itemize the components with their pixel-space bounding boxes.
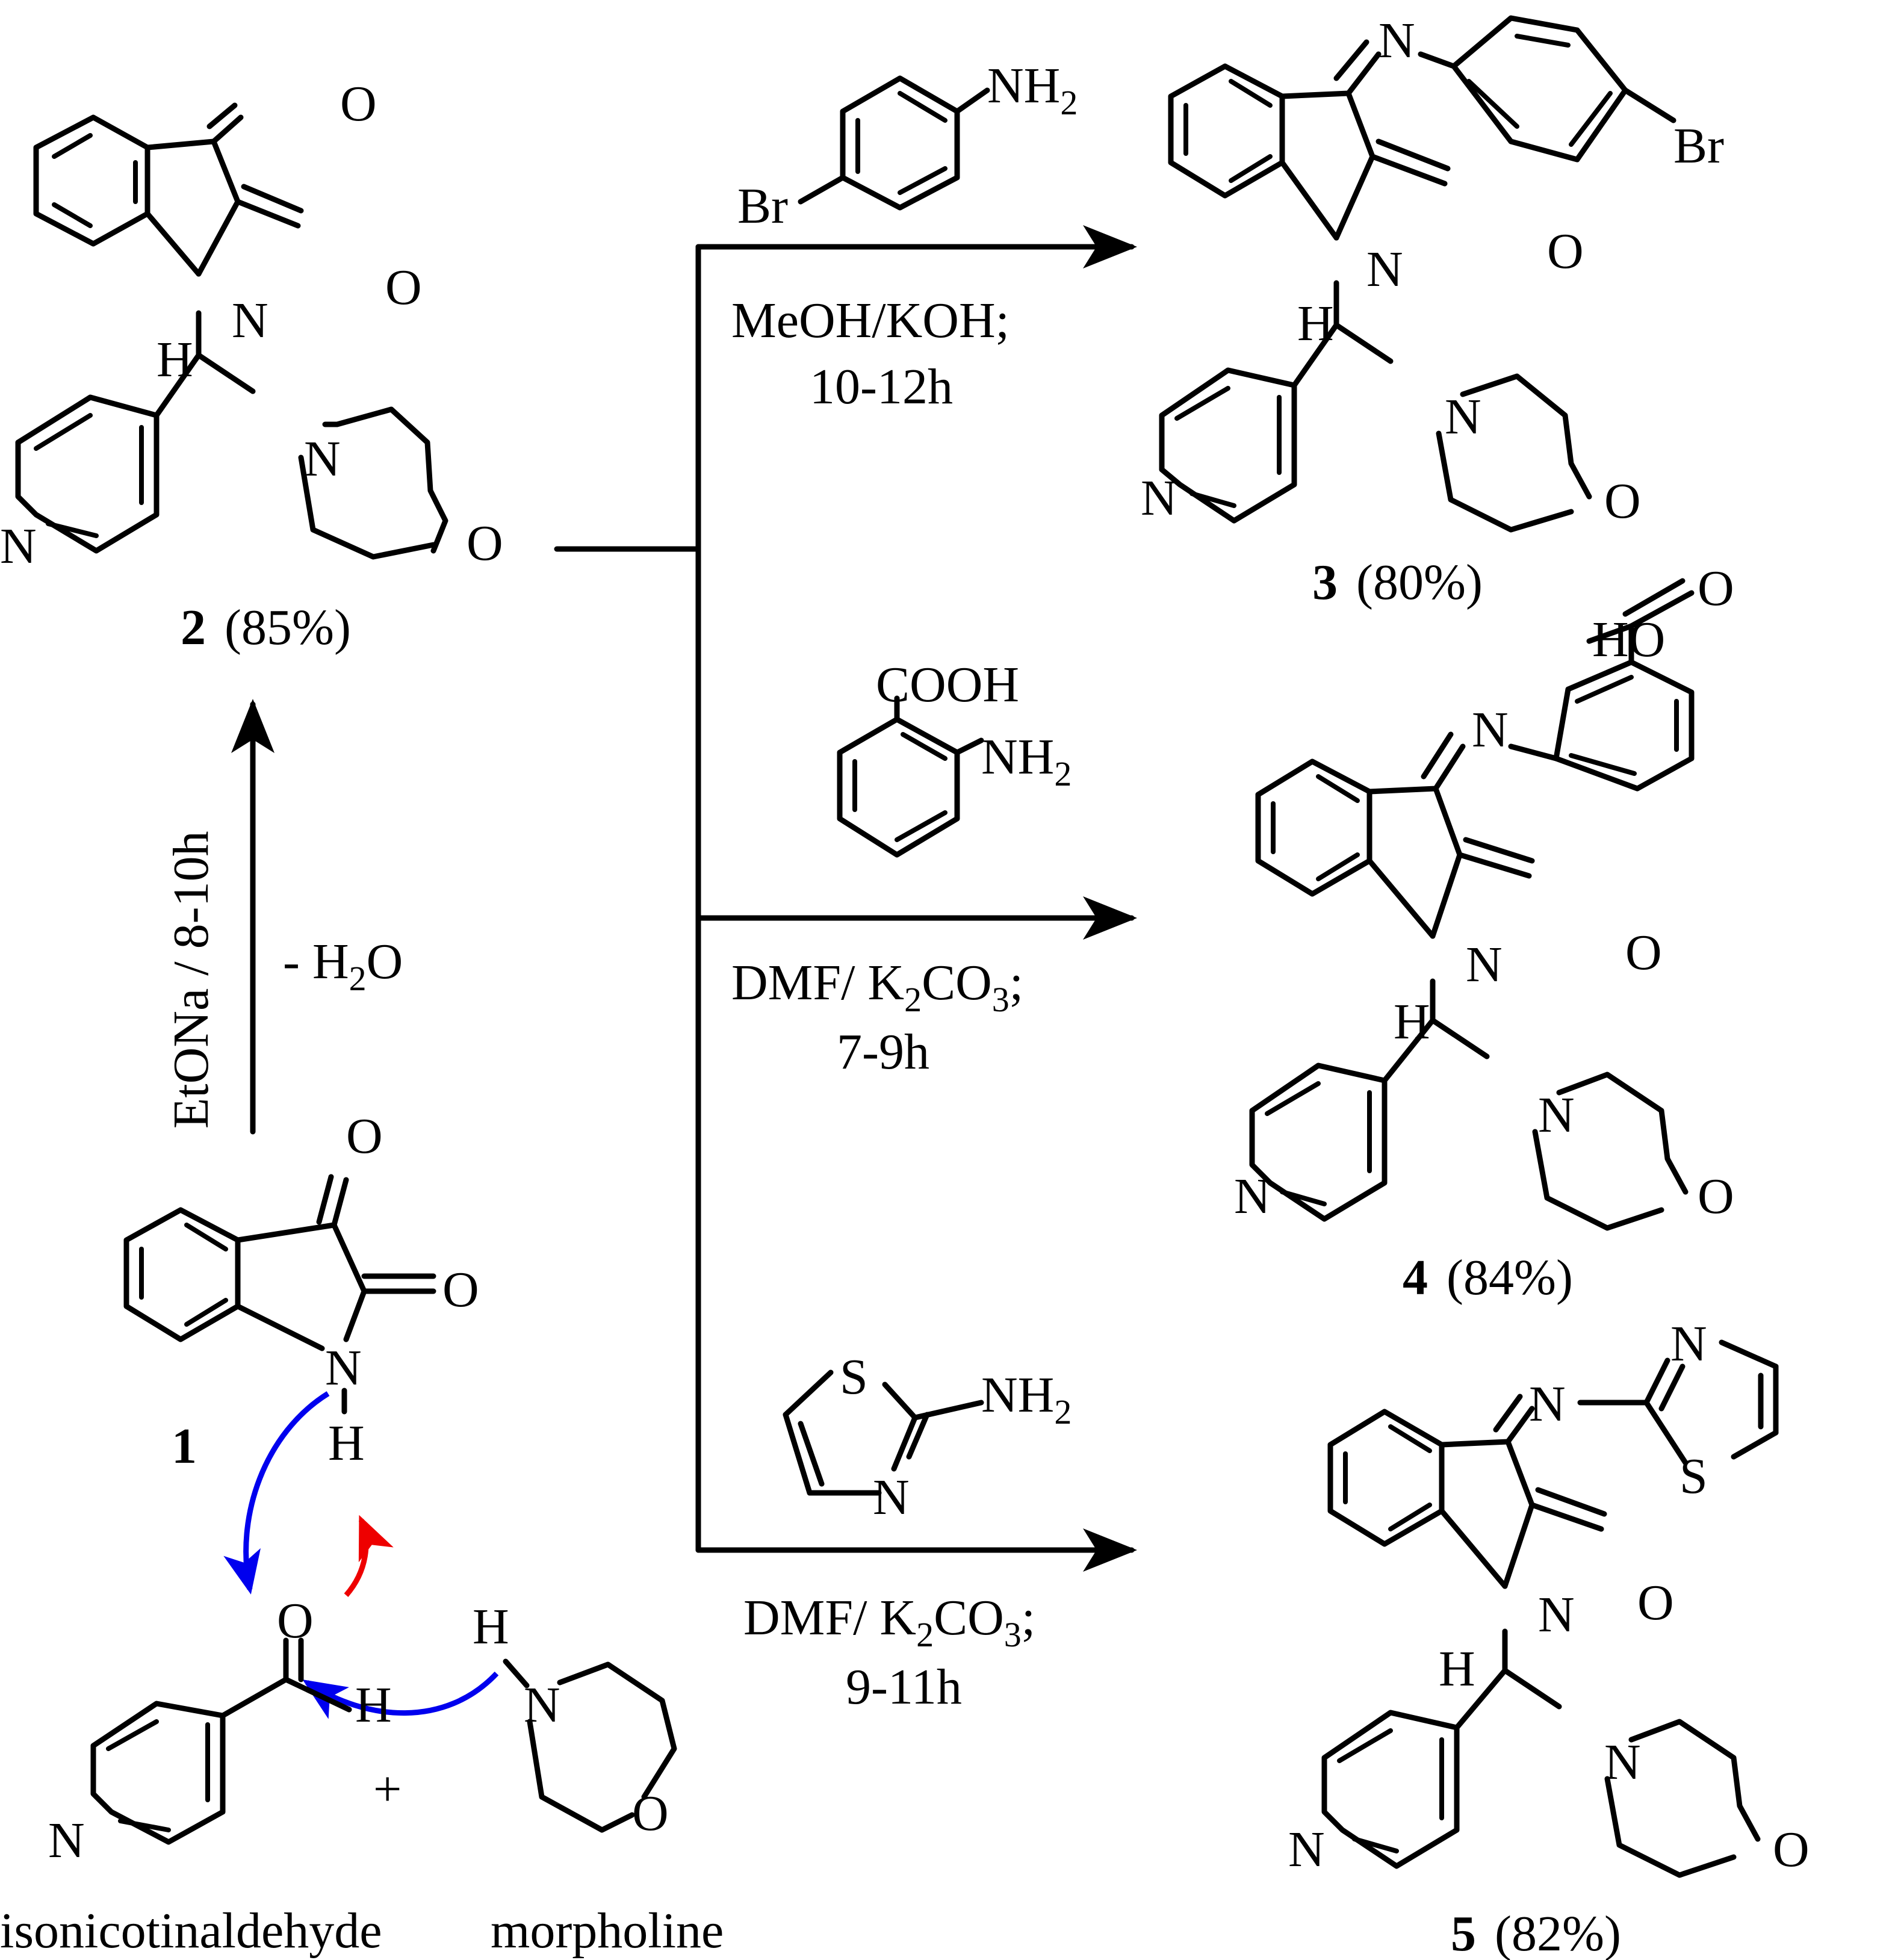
c4-h: H xyxy=(1394,994,1430,1050)
cond-5-line2: 9-11h xyxy=(846,1659,962,1715)
cond-3-line1: MeOH/KOH; xyxy=(731,293,1010,349)
c4-o-morph: O xyxy=(1698,1168,1734,1224)
c4-o-acid: O xyxy=(1698,560,1734,616)
c1-o-top: O xyxy=(346,1108,383,1164)
morpholine-structure xyxy=(503,1658,677,1833)
mechanism-arrow-leaving xyxy=(344,1515,394,1597)
c3-n-ring: N xyxy=(1366,241,1403,297)
r5-n: N xyxy=(873,1469,910,1525)
c2-h: H xyxy=(157,332,193,388)
r4-nh2: NH2 xyxy=(981,729,1072,793)
c3-o: O xyxy=(1547,223,1584,279)
ald-o: O xyxy=(277,1593,314,1649)
isonicotinaldehyde-label: isonicotinaldehyde xyxy=(0,1903,382,1959)
c5-o: O xyxy=(1637,1575,1674,1631)
r4-cooh: COOH xyxy=(876,657,1019,713)
c4-ho: HO xyxy=(1592,612,1665,668)
c5-s-thiazole: S xyxy=(1679,1448,1708,1504)
ald-n-pyr: N xyxy=(48,1813,85,1869)
c3-n-pyr: N xyxy=(1141,470,1177,526)
r3-nh2: NH2 xyxy=(987,58,1078,122)
morph-n: N xyxy=(524,1677,560,1733)
r5-nh2: NH2 xyxy=(981,1367,1072,1431)
compound-5-structure xyxy=(1321,1339,1779,1878)
c2-n-ring: N xyxy=(232,293,268,349)
compound-3-label: 3 (80%) xyxy=(1312,554,1483,610)
c5-n-pyr: N xyxy=(1288,1822,1325,1878)
c4-n-ring: N xyxy=(1466,937,1503,993)
c1-n: N xyxy=(325,1340,362,1396)
c3-br: Br xyxy=(1673,118,1724,174)
c4-n-pyr: N xyxy=(1234,1168,1271,1224)
mechanism-arrow-attack xyxy=(223,1391,330,1595)
c5-h: H xyxy=(1439,1641,1475,1697)
c5-n-morph: N xyxy=(1604,1734,1641,1790)
c5-n-imine: N xyxy=(1529,1376,1566,1432)
morph-h: H xyxy=(473,1599,509,1655)
compound-1-isatin xyxy=(123,1174,436,1415)
compound-2-label: 2 (85%) xyxy=(181,600,351,656)
c5-o-morph: O xyxy=(1773,1822,1810,1878)
c2-n-pyr: N xyxy=(0,518,37,574)
r5-s: S xyxy=(840,1349,868,1405)
c3-h: H xyxy=(1297,296,1334,352)
c5-n-thiazole: N xyxy=(1670,1316,1707,1372)
plus-sign: + xyxy=(373,1761,402,1817)
reagent-2-aminothiazole xyxy=(783,1369,984,1496)
c3-n-imine: N xyxy=(1379,13,1415,69)
c2-o-morph: O xyxy=(467,515,503,571)
cond-5-line1: DMF/ K2CO3; xyxy=(743,1590,1035,1654)
cond-4-line2: 7-9h xyxy=(837,1024,929,1080)
c3-n-morph: N xyxy=(1445,389,1481,445)
c5-n-ring: N xyxy=(1538,1587,1575,1643)
compound-5-label: 5 (82%) xyxy=(1451,1906,1621,1960)
step1-byproduct: - H2O xyxy=(283,934,403,998)
reagent-4-bromoaniline xyxy=(798,75,990,211)
compound-4-structure xyxy=(1249,578,1695,1231)
c4-o: O xyxy=(1625,925,1662,981)
c2-o-right: O xyxy=(385,259,422,315)
compound-4-label: 4 (84%) xyxy=(1403,1250,1573,1306)
r3-br: Br xyxy=(737,178,788,234)
isonicotinaldehyde-structure xyxy=(90,1637,352,1845)
reagent-anthranilic-acid xyxy=(837,695,984,858)
c2-o-top: O xyxy=(340,76,377,132)
morpholine-label: morpholine xyxy=(491,1903,724,1959)
c1-o-right: O xyxy=(442,1262,479,1318)
compound-1-label: 1 xyxy=(172,1418,197,1474)
c4-n-morph: N xyxy=(1538,1087,1575,1143)
cond-4-line1: DMF/ K2CO3; xyxy=(731,955,1023,1019)
mechanism-arrow-amine xyxy=(302,1671,499,1719)
c1-h: H xyxy=(328,1415,365,1471)
compound-3-structure xyxy=(1159,15,1676,533)
ald-h: H xyxy=(355,1677,392,1733)
step1-reagent: EtONa / 8-10h xyxy=(163,831,219,1129)
cond-3-line2: 10-12h xyxy=(810,359,953,415)
c2-n-morph: N xyxy=(304,431,341,487)
c3-o-morph: O xyxy=(1604,473,1641,529)
compound-2-structure xyxy=(15,102,448,560)
c4-n-imine: N xyxy=(1472,702,1509,758)
morph-o: O xyxy=(632,1785,669,1841)
